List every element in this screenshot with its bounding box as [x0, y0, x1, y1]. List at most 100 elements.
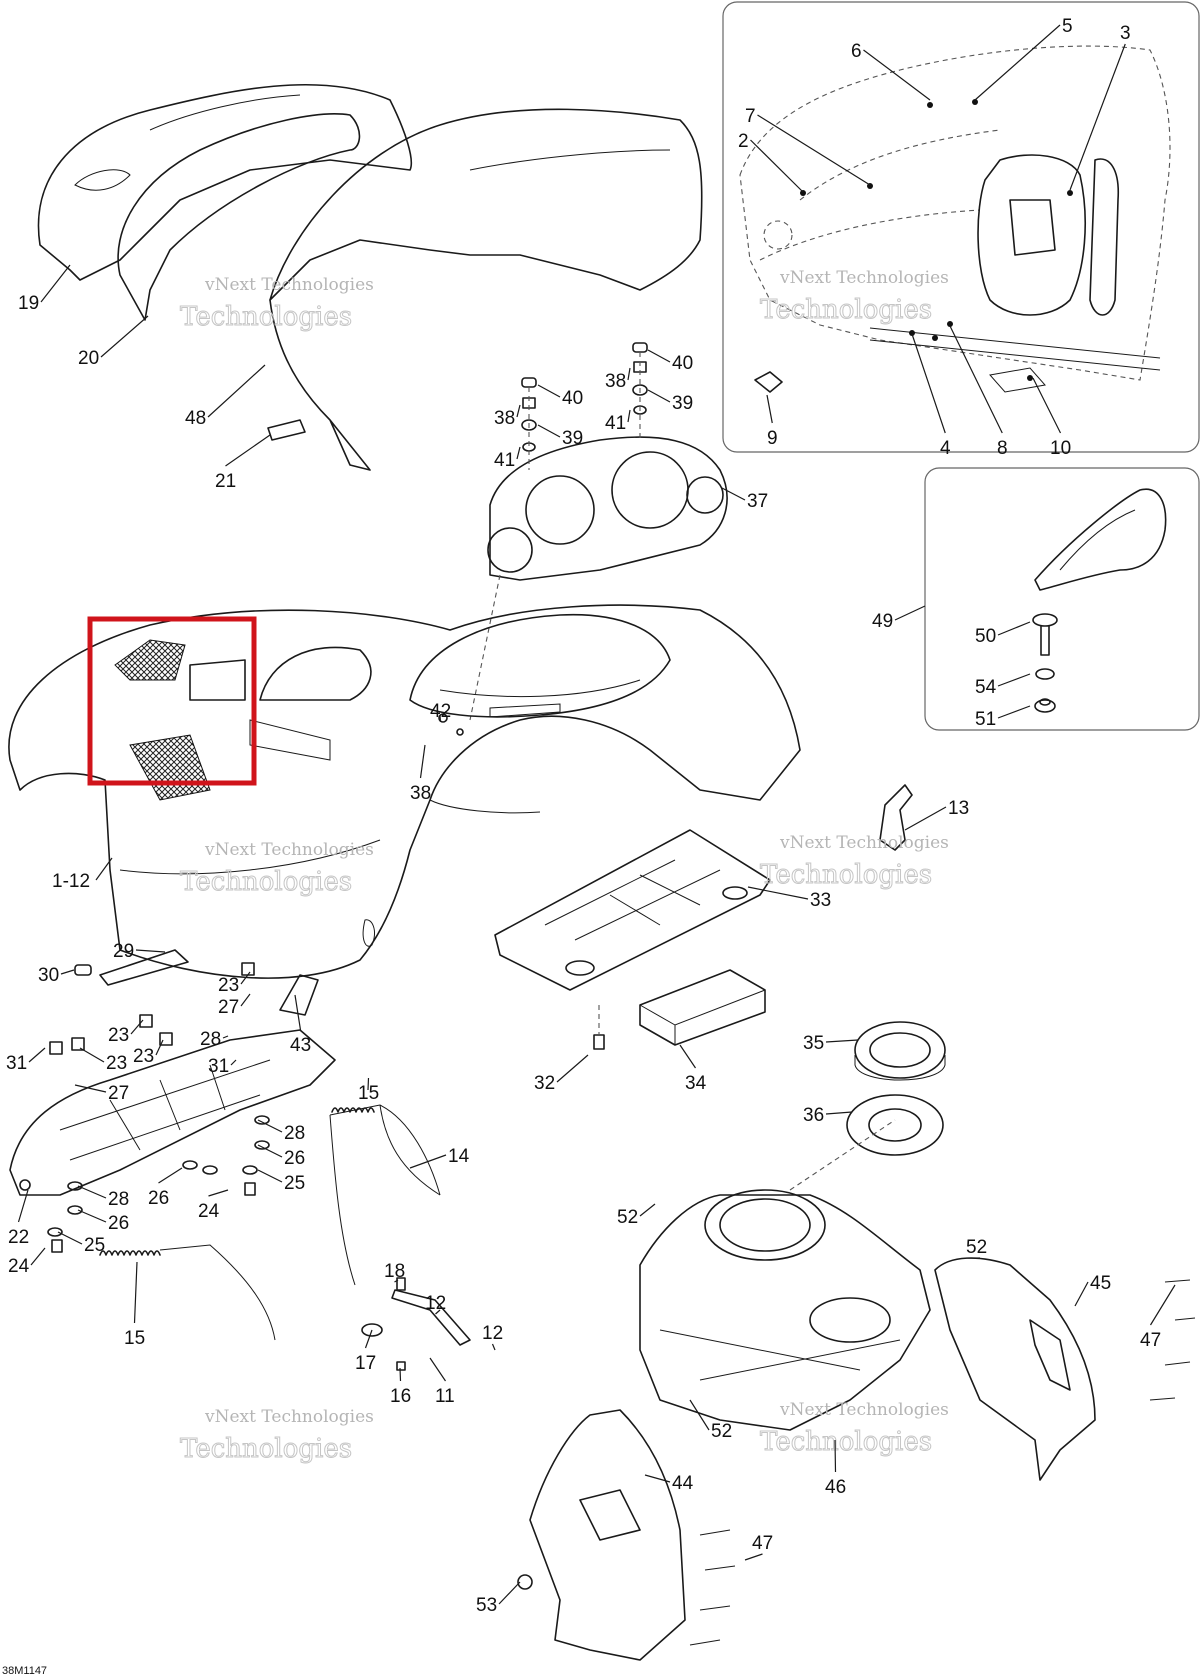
callout-11: 11 — [429, 1357, 455, 1407]
callout-35: 35 — [803, 1033, 859, 1054]
callout-37: 37 — [721, 487, 768, 512]
callout-leader-line — [757, 114, 871, 186]
callout-number: 12 — [482, 1323, 503, 1344]
callout-leader-line — [1149, 1284, 1176, 1326]
callout-leader-line — [77, 1209, 107, 1223]
callout-number: 30 — [38, 965, 59, 986]
callout-leader-line — [130, 1019, 144, 1035]
pad-34 — [639, 969, 766, 1046]
document-code: 38M1147 — [2, 1665, 47, 1677]
callout-25: 25 — [57, 1231, 105, 1256]
hull-detail-view — [739, 45, 1171, 393]
watermark-line2: Technologies — [760, 1427, 932, 1457]
callout-leader-line — [639, 1203, 656, 1217]
callout-leader-line — [225, 434, 271, 467]
callout-number: 21 — [215, 471, 236, 492]
callout-leader-line — [435, 1309, 441, 1315]
callout-number: 40 — [672, 353, 693, 374]
watermark-line1: vNext Technologies — [204, 840, 374, 860]
gauge-bezel-37 — [487, 436, 728, 581]
callout-leader-line — [74, 1084, 107, 1093]
callout-leader-line — [419, 744, 426, 779]
bezel-alignment-line — [469, 574, 501, 721]
callout-leader-line — [30, 1247, 46, 1266]
side-panel-20 — [117, 113, 361, 321]
callout-leader-line — [230, 1059, 237, 1066]
callout-28: 28 — [200, 1029, 229, 1050]
callout-28: 28 — [257, 1119, 305, 1144]
watermark-line2: Technologies — [760, 860, 932, 890]
callout-number: 27 — [218, 997, 239, 1018]
callout-50: 50 — [975, 621, 1031, 647]
callout-39: 39 — [647, 389, 693, 414]
callout-leader-line — [679, 1044, 696, 1069]
callout-53: 53 — [476, 1581, 521, 1616]
bracket-13 — [879, 784, 913, 851]
callout-number: 47 — [752, 1533, 773, 1554]
callout-leader-line — [77, 1185, 107, 1199]
callout-leader-line — [825, 1111, 853, 1115]
watermark-line2: Technologies — [180, 1434, 352, 1464]
watermark-line1: vNext Technologies — [204, 1407, 374, 1427]
callout-number: 24 — [8, 1256, 30, 1277]
callout-14: 14 — [409, 1146, 470, 1169]
callout-leader-line — [28, 1047, 46, 1063]
callout-leader-line — [429, 1357, 446, 1382]
callout-3: 3 — [1069, 23, 1131, 191]
callout-leader-line — [498, 1581, 521, 1605]
callout-16: 16 — [390, 1367, 411, 1407]
callout-leader-line — [997, 621, 1031, 636]
rivets-47 — [689, 1279, 1196, 1646]
callout-number: 26 — [148, 1188, 169, 1209]
callout-leader-line — [95, 857, 113, 881]
callout-leader-line — [100, 315, 149, 358]
side-panel-45 — [934, 1257, 1096, 1481]
callout-leader-line — [647, 349, 671, 363]
callout-number: 43 — [290, 1035, 311, 1056]
fastener-stack-right — [632, 342, 648, 440]
callout-leader-line — [240, 971, 251, 985]
callout-31: 31 — [6, 1047, 46, 1074]
detail-inset-box-top — [722, 1, 1200, 453]
callout-52: 52 — [617, 1203, 656, 1228]
console-46 — [639, 1119, 931, 1431]
side-panel-44 — [529, 1409, 686, 1661]
callout-27: 27 — [74, 1083, 129, 1104]
callout-number: 52 — [711, 1421, 732, 1442]
callout-26: 26 — [77, 1209, 129, 1234]
callout-number: 51 — [975, 709, 996, 730]
callout-leader-line — [997, 705, 1031, 719]
storage-tray-33 — [494, 829, 771, 991]
callout-leader-line — [60, 969, 75, 975]
callout-number: 52 — [966, 1237, 987, 1258]
callout-number: 50 — [975, 626, 996, 647]
watermark-line1: vNext Technologies — [204, 275, 374, 295]
screw-50 — [1032, 613, 1058, 656]
callout-number: 28 — [108, 1189, 129, 1210]
callout-9: 9 — [766, 394, 778, 449]
callout-leader-line — [747, 886, 809, 900]
callout-number: 42 — [430, 701, 451, 722]
callout-leader-line — [394, 1279, 399, 1283]
callout-19: 19 — [18, 264, 71, 314]
callout-number: 24 — [198, 1201, 220, 1222]
callout-12: 12 — [482, 1323, 503, 1351]
callout-leader-line — [894, 605, 926, 621]
watermark-line1: vNext Technologies — [779, 1400, 949, 1420]
callout-23: 23 — [133, 1039, 164, 1067]
callout-22: 22 — [8, 1189, 29, 1248]
callout-number: 22 — [8, 1227, 29, 1248]
callout-40: 40 — [647, 349, 693, 374]
callout-39: 39 — [537, 424, 583, 449]
callout-23: 23 — [218, 971, 251, 996]
callout-52: 52 — [689, 1399, 732, 1442]
callout-24: 24 — [8, 1247, 46, 1277]
callout-34: 34 — [679, 1044, 707, 1094]
callout-number: 45 — [1090, 1273, 1111, 1294]
callout-31: 31 — [208, 1056, 237, 1077]
callout-leader-line — [689, 1399, 710, 1431]
callout-number: 6 — [851, 41, 862, 62]
callout-leader-line — [208, 1189, 229, 1197]
